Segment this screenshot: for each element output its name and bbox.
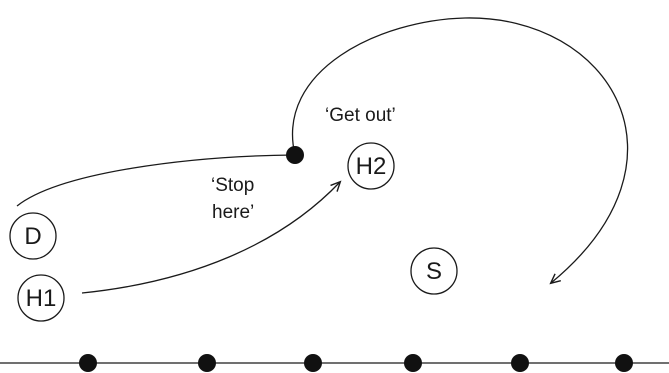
baseline-dots [79,354,633,372]
node-h2: H2 [347,142,395,190]
baseline-dot-3 [304,354,322,372]
node-s: S [410,247,458,295]
stop-point-dot [286,146,304,164]
node-h2-circle [347,142,395,190]
baseline-dot-4 [404,354,422,372]
node-h2-label: H2 [356,153,387,180]
path-get-out-loop [292,17,629,283]
node-s-circle [410,247,458,295]
node-d-label: D [24,223,41,250]
node-d: D [9,212,57,260]
node-d-circle [9,212,57,260]
annotation-stop-here-line1: ‘Stop [211,175,254,196]
baseline-dot-1 [79,354,97,372]
annotation-get-out: ‘Get out’ [325,105,396,126]
baseline-dot-6 [615,354,633,372]
path-d-to-stop [16,154,295,207]
node-h1-label: H1 [26,285,57,312]
node-s-label: S [426,258,442,285]
baseline-dot-5 [511,354,529,372]
node-h1: H1 [17,274,65,322]
node-h1-circle [17,274,65,322]
annotation-stop-here-line2: here’ [212,202,254,223]
path-h1-to-h2 [81,182,340,294]
baseline-dot-2 [198,354,216,372]
